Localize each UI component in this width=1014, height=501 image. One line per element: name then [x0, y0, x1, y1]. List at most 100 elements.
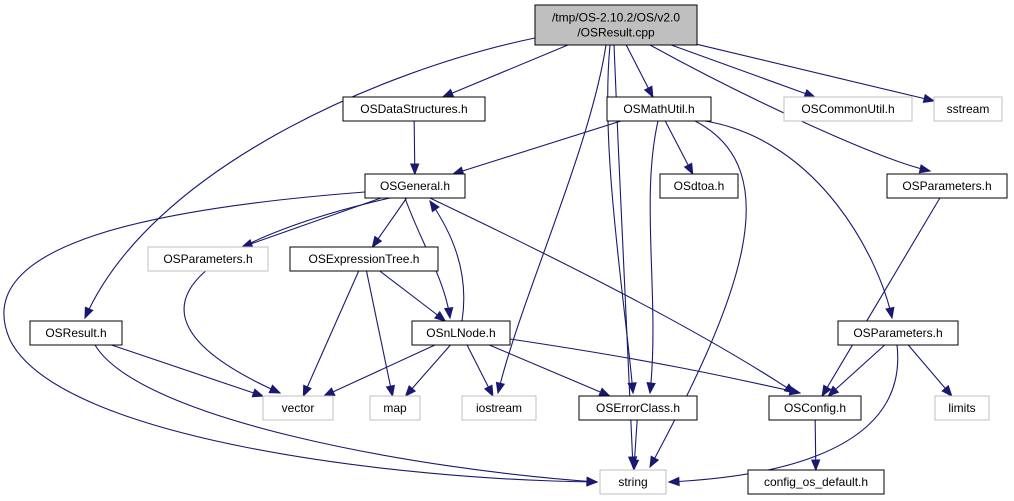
node-box — [768, 395, 862, 421]
node-box — [659, 173, 739, 199]
edge-general-to-vector — [183, 197, 391, 394]
edge-mathutil-to-dtoa — [664, 120, 694, 176]
node-label: OSdtoa.h — [674, 179, 725, 193]
node-root[interactable]: /tmp/OS-2.10.2/OS/v2.0/OSResult.cpp — [534, 4, 698, 46]
node-box — [461, 395, 537, 421]
edge-expressiontree-to-nlnode — [379, 270, 447, 322]
node-errorclass[interactable]: OSErrorClass.h — [578, 395, 698, 421]
node-dtoa[interactable]: OSdtoa.h — [659, 173, 739, 199]
node-box — [933, 96, 1003, 122]
node-datastructures[interactable]: OSDataStructures.h — [342, 96, 486, 122]
node-box — [606, 96, 712, 122]
edge-result-to-vector — [111, 344, 265, 398]
node-label: OSMathUtil.h — [623, 102, 694, 116]
edge-nlnode-to-map — [404, 344, 451, 398]
edge-errorclass-to-string — [629, 419, 640, 472]
edge-parameters_lr-to-config — [827, 344, 886, 397]
node-label: OSCommonUtil.h — [801, 102, 894, 116]
node-iostream[interactable]: iostream — [461, 395, 537, 421]
node-box — [411, 320, 511, 346]
node-label: OSErrorClass.h — [596, 401, 680, 415]
node-label: OSExpressionTree.h — [309, 252, 420, 266]
node-label: iostream — [476, 401, 522, 415]
node-label: OSDataStructures.h — [360, 102, 467, 116]
node-box — [364, 173, 466, 199]
node-general[interactable]: OSGeneral.h — [364, 173, 466, 199]
node-box — [262, 395, 334, 421]
node-label: OSResult.h — [45, 326, 106, 340]
node-limits[interactable]: limits — [934, 395, 990, 421]
node-commonutil[interactable]: OSCommonUtil.h — [783, 96, 913, 122]
node-result[interactable]: OSResult.h — [29, 320, 123, 346]
edge-root-to-datastructures — [441, 44, 569, 98]
edge-root-to-mathutil — [625, 44, 654, 99]
node-label: OSParameters.h — [163, 252, 252, 266]
edge-general-to-config — [429, 197, 797, 394]
edge-parameters_r-to-config — [821, 197, 941, 398]
node-label: limits — [948, 401, 975, 415]
node-label: /tmp/OS-2.10.2/OS/v2.0 — [552, 11, 680, 25]
edge-expressiontree-to-map — [365, 270, 396, 398]
edge-root-to-sstream — [696, 43, 936, 104]
node-map[interactable]: map — [369, 395, 421, 421]
edge-general-to-expressiontree — [371, 197, 408, 249]
edge-parameters_lr-to-limits — [907, 344, 953, 398]
edge-root-to-errorclass — [607, 44, 637, 395]
edge-datastructures-to-general — [409, 120, 420, 176]
node-parameters-dim[interactable]: OSParameters.h — [147, 246, 269, 272]
edge-parameters_lr-to-string — [667, 344, 899, 487]
node-box — [934, 395, 990, 421]
node-parameters-lr[interactable]: OSParameters.h — [837, 320, 959, 346]
nodes-layer: /tmp/OS-2.10.2/OS/v2.0/OSResult.cppOSDat… — [29, 4, 1008, 495]
node-expressiontree[interactable]: OSExpressionTree.h — [289, 246, 439, 272]
node-box — [578, 395, 698, 421]
node-parameters-r[interactable]: OSParameters.h — [886, 173, 1008, 199]
edge-root-to-iostream — [495, 44, 607, 395]
node-box — [783, 96, 913, 122]
edge-mathutil-to-general — [451, 120, 622, 176]
node-label: OSParameters.h — [853, 326, 942, 340]
node-label: OSnLNode.h — [426, 326, 495, 340]
edge-root-to-commonutil — [671, 44, 817, 98]
node-string[interactable]: string — [599, 469, 667, 495]
edge-config-to-configdefault — [810, 419, 821, 472]
node-config[interactable]: OSConfig.h — [768, 395, 862, 421]
node-box — [747, 469, 885, 495]
node-sstream[interactable]: sstream — [933, 96, 1003, 122]
node-box — [886, 173, 1008, 199]
node-mathutil[interactable]: OSMathUtil.h — [606, 96, 712, 122]
node-configdefault[interactable]: config_os_default.h — [747, 469, 885, 495]
edges-layer — [3, 37, 953, 487]
node-vector[interactable]: vector — [262, 395, 334, 421]
node-label: config_os_default.h — [764, 475, 868, 489]
edge-nlnode-to-iostream — [466, 344, 494, 398]
node-box — [599, 469, 667, 495]
node-box — [289, 246, 439, 272]
edge-expressiontree-to-vector — [302, 270, 360, 398]
node-label: string — [618, 475, 647, 489]
node-box — [534, 4, 698, 46]
edge-root-to-result — [84, 37, 536, 320]
edge-nlnode-to-vector — [322, 344, 436, 397]
edge-mathutil-to-errorclass — [646, 120, 659, 395]
edge-nlnode-to-errorclass — [489, 344, 611, 397]
node-label: map — [383, 401, 407, 415]
edge-root-to-parameters_r — [649, 44, 932, 174]
node-label: vector — [282, 401, 315, 415]
node-label: /OSResult.cpp — [577, 26, 655, 40]
node-label: sstream — [947, 102, 990, 116]
node-box — [29, 320, 123, 346]
node-box — [147, 246, 269, 272]
edge-mathutil-to-parameters_lr — [704, 120, 895, 320]
node-label: OSConfig.h — [784, 401, 846, 415]
node-box — [837, 320, 959, 346]
edge-result-to-string — [94, 344, 599, 487]
node-label: OSGeneral.h — [380, 179, 450, 193]
node-box — [342, 96, 486, 122]
edge-nlnode-to-general — [429, 199, 465, 322]
node-label: OSParameters.h — [902, 179, 991, 193]
node-nlnode[interactable]: OSnLNode.h — [411, 320, 511, 346]
edge-nlnode-to-config — [509, 338, 802, 396]
node-box — [369, 395, 421, 421]
